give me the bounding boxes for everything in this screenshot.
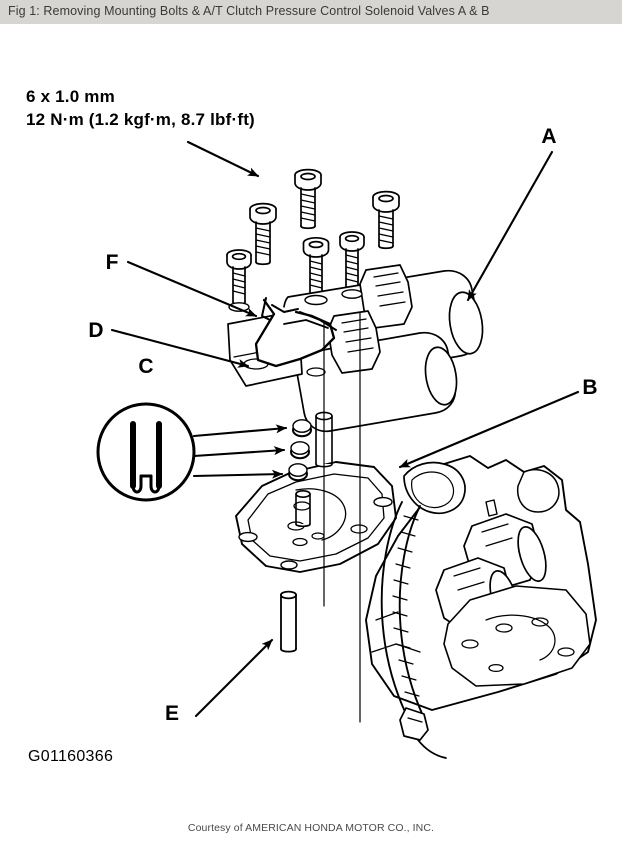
figure-caption-bar: Fig 1: Removing Mounting Bolts & A/T Clu… (0, 0, 622, 24)
callout-leader-e (194, 638, 274, 718)
mounting-bolt (249, 202, 277, 266)
o-ring-seals (288, 419, 312, 482)
courtesy-credit: Courtesy of AMERICAN HONDA MOTOR CO., IN… (187, 822, 435, 834)
figure-caption-text: Fig 1: Removing Mounting Bolts & A/T Clu… (8, 4, 490, 18)
torque-bolt-size: 6 x 1.0 mm (26, 87, 115, 106)
dowel-pin-lower (279, 590, 297, 653)
technical-diagram-svg: A B C D E F (88, 125, 598, 759)
callout-leader-c (192, 424, 288, 479)
gasket-separator-plate (235, 461, 397, 573)
mounting-bolt (294, 168, 322, 230)
torque-callout-arrow (186, 140, 260, 178)
callout-label-a: A (541, 125, 556, 148)
callout-leader-a (466, 150, 554, 302)
torque-specification-note: 6 x 1.0 mm 12 N·m (1.2 kgf·m, 8.7 lbf·ft… (26, 86, 255, 132)
callout-label-f: F (106, 251, 119, 274)
callout-label-d: D (88, 319, 103, 342)
figure-illustration: A B C D E F 6 x 1.0 mm 12 N·m (1.2 kgf·m… (0, 24, 622, 784)
callout-label-b: B (582, 376, 597, 399)
wire-harness (380, 501, 447, 759)
solenoid-retainer-clip (254, 297, 337, 368)
mounting-bolt (372, 190, 400, 250)
transmission-valve-body (365, 455, 597, 711)
mounting-bolt (302, 236, 330, 300)
torque-value: 12 N·m (1.2 kgf·m, 8.7 lbf·ft) (26, 109, 255, 129)
callout-leader-b (398, 390, 580, 469)
dowel-pin-mid (295, 489, 311, 528)
callout-label-c: C (138, 355, 153, 378)
figure-id-code: G01160366 (28, 748, 114, 765)
assembly-center-lines (323, 311, 361, 723)
callout-leader-d (110, 328, 250, 368)
mounting-bolt (226, 249, 252, 306)
callout-leader-f (126, 260, 258, 318)
callout-label-e: E (165, 702, 179, 725)
detail-view-circle (96, 402, 196, 502)
